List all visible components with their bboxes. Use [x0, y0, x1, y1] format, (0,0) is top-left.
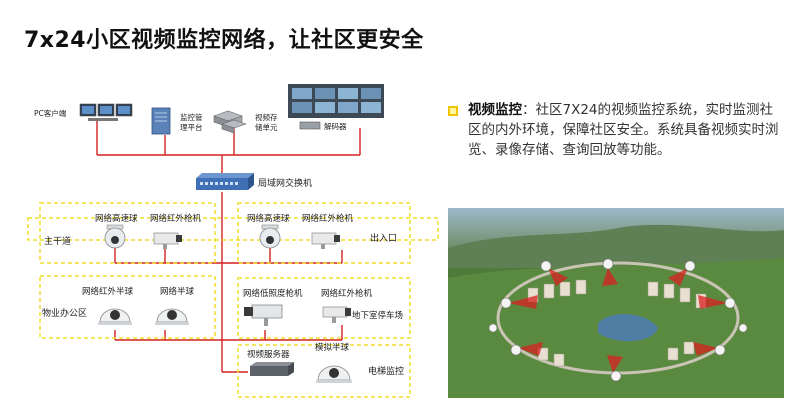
info-heading: 视频监控 [468, 102, 522, 118]
lan-switch-label: 局域网交换机 [258, 177, 312, 189]
zone-corridor-strip [27, 217, 439, 241]
main-road-bullet-label: 网络红外枪机 [150, 213, 202, 224]
zone-elevator-box [237, 344, 411, 398]
network-topology-diagram: PC客户端 监控管 理平台 视频存 储单元 解码器 [27, 84, 439, 398]
parking-bullet-label: 网络红外枪机 [321, 288, 373, 299]
management-server-icon [151, 107, 171, 135]
office-dome-label: 网络半球 [160, 286, 195, 297]
analog-dome-camera-icon [316, 365, 352, 383]
aerial-photo-illustration [448, 208, 784, 398]
ptz-dome-camera-icon [259, 224, 281, 249]
zone-entrance-box [237, 202, 411, 264]
parking-lowlight-label: 网络低照度枪机 [243, 288, 303, 299]
zone-office-box [39, 275, 216, 339]
zone-outlines [27, 202, 439, 398]
analog-dome-label: 模拟半球 [315, 342, 350, 353]
info-paragraph: 视频监控：社区7X24的视频监控系统，实时监测社区的内外环境，保障社区安全。系统… [440, 100, 785, 160]
page-title: 7x24小区视频监控网络，让社区更安全 [24, 28, 424, 53]
entrance-dome-label: 网络高速球 [247, 213, 290, 224]
video-server-label: 视频服务器 [247, 349, 290, 360]
video-server-icon [250, 362, 294, 376]
ir-bullet-camera-icon [311, 232, 340, 249]
mini-dome-camera-icon [155, 308, 189, 325]
lan-switch-icon [196, 173, 254, 190]
ir-bullet-camera-icon [322, 306, 351, 323]
video-wall-icon [288, 84, 384, 118]
main-road-dome-label: 网络高速球 [95, 213, 138, 224]
low-light-bullet-camera-icon [244, 304, 283, 326]
entrance-label: 出入口 [370, 232, 397, 244]
decoder-icon [299, 121, 321, 130]
main-road-label: 主干道 [44, 235, 71, 247]
network-links [96, 120, 361, 373]
parking-label: 地下室停车场 [352, 310, 403, 321]
ir-mini-dome-camera-icon [98, 308, 132, 325]
info-body: ：社区7X24的视频监控系统，实时监测社区的内外环境，保障社区安全。系统具备视频… [468, 102, 779, 158]
pc-client-icon [79, 103, 133, 121]
ir-bullet-camera-icon [153, 232, 182, 249]
office-label: 物业办公区 [42, 307, 87, 319]
pc-client-label: PC客户端 [34, 108, 67, 118]
office-ir-dome-label: 网络红外半球 [82, 286, 134, 297]
video-storage-icon [213, 110, 247, 134]
decoder-label: 解码器 [324, 121, 347, 131]
management-platform-label: 监控管 理平台 [180, 112, 205, 132]
aerial-community-photo [448, 208, 784, 398]
ptz-dome-camera-icon [104, 224, 126, 249]
entrance-bullet-label: 网络红外枪机 [302, 213, 354, 224]
zone-parking-box [237, 277, 411, 339]
elevator-label: 电梯监控 [368, 365, 404, 377]
zone-main-road-box [39, 202, 216, 264]
info-panel: 视频监控：社区7X24的视频监控系统，实时监测社区的内外环境，保障社区安全。系统… [440, 100, 785, 160]
video-storage-label: 视频存 储单元 [255, 112, 280, 132]
square-bullet-icon [448, 106, 458, 116]
